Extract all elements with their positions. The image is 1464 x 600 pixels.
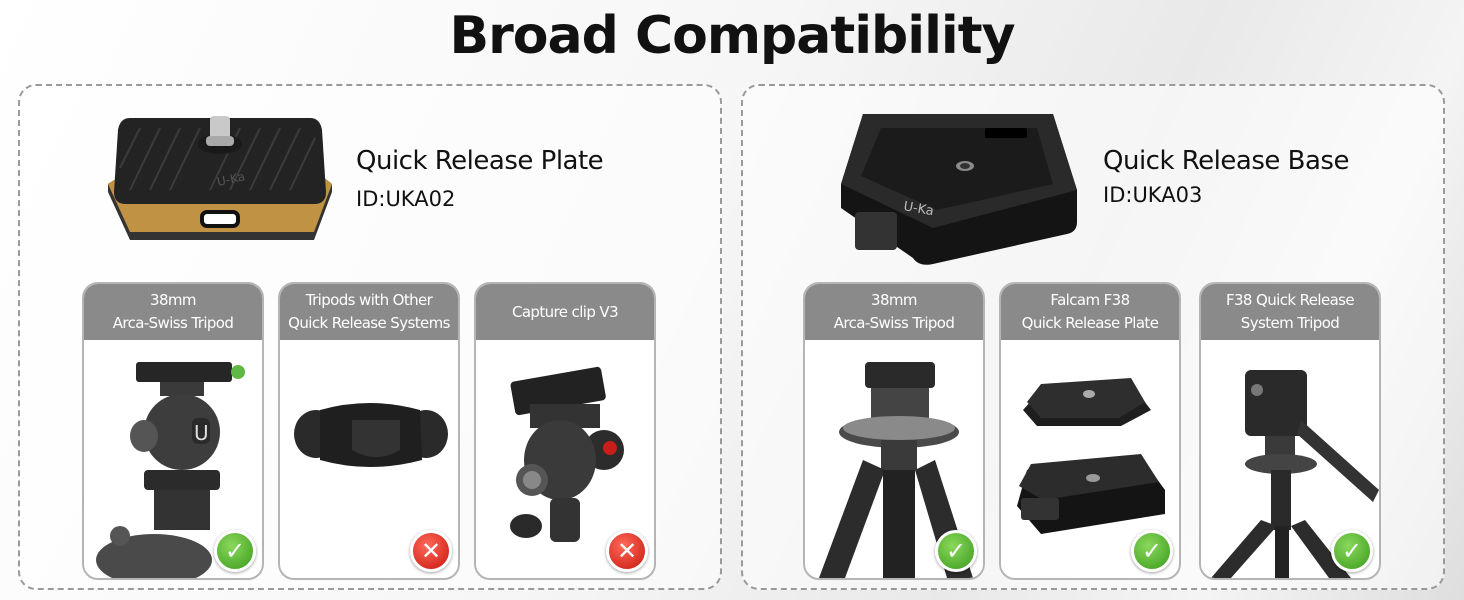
- geared-head-image: [510, 366, 624, 542]
- product-name: Quick Release Base: [1103, 146, 1349, 176]
- card-image: ✕: [476, 340, 654, 578]
- product-id: ID:UKA03: [1103, 183, 1203, 207]
- video-head-tripod-image: [1211, 370, 1379, 578]
- clip-quick-release-image: [294, 403, 448, 467]
- cross-icon: ✕: [606, 530, 648, 572]
- cross-icon: ✕: [410, 530, 452, 572]
- svg-text:U: U: [194, 421, 209, 445]
- quick-release-plate-image: U-Ka: [108, 116, 332, 240]
- card-image: ✓: [1201, 340, 1379, 578]
- product-id: ID:UKA02: [356, 187, 456, 211]
- product-name: Quick Release Plate: [356, 146, 604, 176]
- f38-plate-and-base-image: [1017, 378, 1165, 534]
- svg-text:U-Ka: U-Ka: [216, 169, 246, 189]
- ball-head-tripod-image: U: [96, 362, 245, 578]
- card-image: ✓: [805, 340, 983, 578]
- card-image: U ✓: [84, 340, 262, 578]
- check-icon: ✓: [1131, 530, 1173, 572]
- check-icon: ✓: [935, 530, 977, 572]
- quick-release-base-image: U-Ka: [841, 114, 1077, 265]
- svg-text:U-Ka: U-Ka: [902, 199, 935, 219]
- check-icon: ✓: [1331, 530, 1373, 572]
- page-title: Broad Compatibility: [449, 6, 1016, 66]
- check-icon: ✓: [214, 530, 256, 572]
- card-header: Capture clip V3: [476, 284, 654, 340]
- card-image: ✓: [1001, 340, 1179, 578]
- card-image: ✕: [280, 340, 458, 578]
- compat-card-capture-clip: Capture clip V3 ✕: [474, 282, 656, 580]
